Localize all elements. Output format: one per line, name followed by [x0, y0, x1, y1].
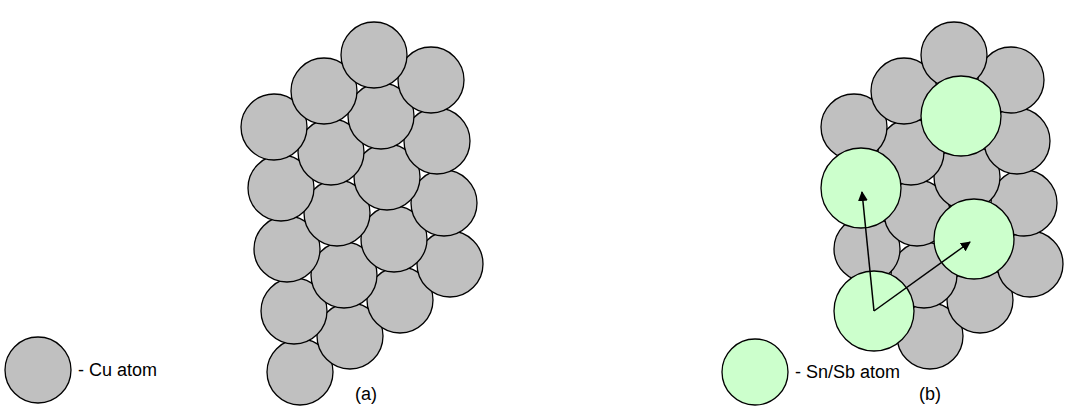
atom-swatch — [722, 339, 788, 405]
legend-text: - Sn/Sb atom — [795, 361, 900, 383]
panel-label: (a) — [355, 383, 377, 405]
sn-sb-atoms — [821, 76, 1014, 351]
legend-swatch — [720, 337, 790, 410]
cu-lattice — [241, 22, 483, 405]
legend-swatch — [3, 335, 73, 409]
legend-text: - Cu atom — [78, 359, 157, 381]
lattice-vectors — [862, 192, 970, 311]
cu-lattice-doped — [821, 22, 1063, 369]
panel-label: (b) — [919, 383, 941, 405]
atom-swatch — [5, 337, 71, 403]
